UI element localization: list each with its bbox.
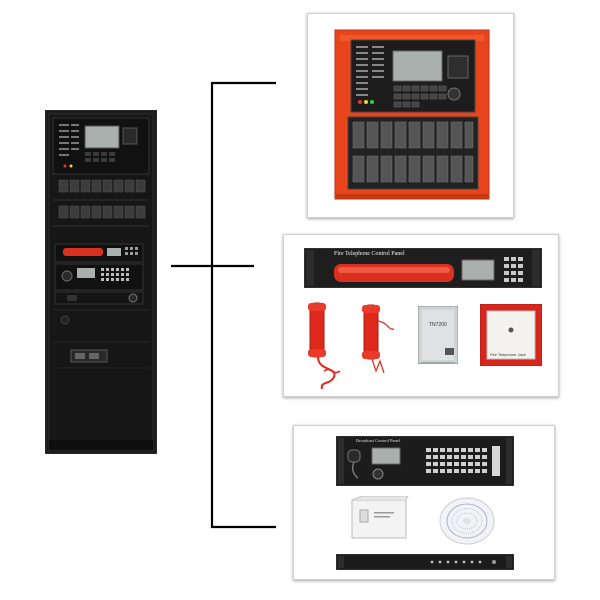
- connector-trunk: [210, 81, 276, 529]
- power-amplifier: [336, 554, 514, 570]
- telephone-module-label: TN7200: [429, 322, 447, 328]
- fire-alarm-panel-frame: [307, 13, 514, 218]
- broadcast-panel-title: Broadcast Control Panel: [356, 438, 400, 443]
- telephone-panel-title: Fire Telephone Control Panel: [334, 251, 405, 257]
- broadcast-frame: Broadcast Control Panel: [293, 425, 555, 580]
- cabinet-illustration: [44, 109, 158, 455]
- broadcast-module: [351, 496, 409, 539]
- fire-telephone-handset: [308, 302, 341, 390]
- telephone-jack-caption: Fire Telephone Jack: [490, 352, 526, 357]
- ceiling-speaker: [439, 497, 495, 545]
- fire-telephone-jack: [480, 304, 542, 366]
- telephone-module: [418, 306, 458, 364]
- fire-telephone-frame: Fire Telephone Control Panel TN7200 Fire…: [283, 234, 559, 397]
- fire-telephone-control-panel: [304, 248, 542, 288]
- fire-alarm-control-panel: [334, 29, 490, 200]
- main-cabinet: [44, 109, 158, 455]
- broadcast-control-panel: [336, 436, 514, 486]
- portable-telephone-handset: [362, 304, 395, 374]
